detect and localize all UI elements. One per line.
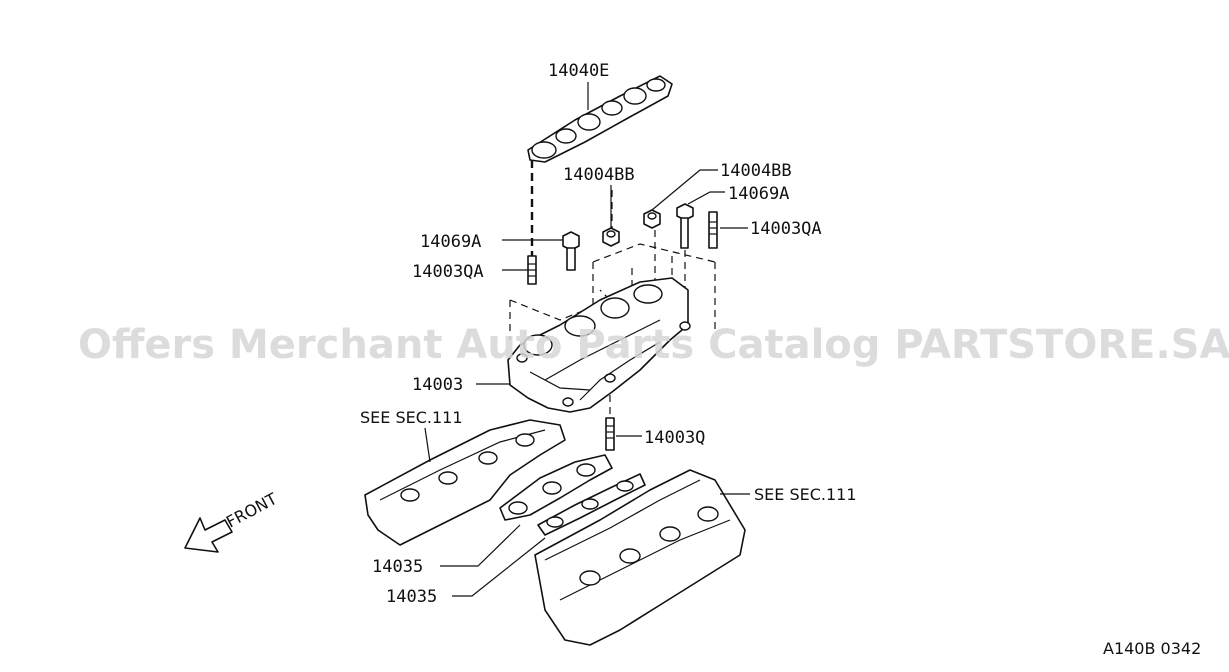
label-see-sec-111-right: SEE SEC.111 — [754, 485, 857, 504]
right-cylinder-head — [534, 469, 746, 646]
left-cylinder-head — [364, 419, 566, 546]
label-14035-a: 14035 — [372, 557, 423, 577]
nut-right — [643, 209, 661, 229]
watermark-text: Offers Merchant Auto Parts Catalog PARTS… — [78, 322, 1229, 368]
bolt-left — [562, 231, 580, 271]
nut-center — [602, 227, 620, 247]
label-14004BB-left: 14004BB — [563, 165, 635, 185]
diagram-code: A140B 0342 — [1103, 639, 1201, 658]
label-14003QA-right: 14003QA — [750, 219, 822, 239]
label-14035-b: 14035 — [386, 587, 437, 607]
label-14069A-left: 14069A — [420, 232, 481, 252]
stud-left — [527, 255, 537, 285]
stud-bottom — [605, 417, 615, 451]
label-see-sec-111-left: SEE SEC.111 — [360, 408, 463, 427]
label-14069A-right: 14069A — [728, 184, 789, 204]
label-14003QA-left: 14003QA — [412, 262, 484, 282]
label-front: FRONT — [223, 489, 280, 532]
stud-right — [708, 211, 718, 249]
label-14003: 14003 — [412, 375, 463, 395]
label-14004BB-right: 14004BB — [720, 161, 792, 181]
label-14040E: 14040E — [548, 61, 609, 81]
bolt-right — [676, 203, 694, 249]
front-arrow-icon — [184, 517, 233, 553]
intake-manifold — [507, 277, 691, 413]
lower-gasket-b — [537, 473, 646, 536]
upper-manifold-gasket — [527, 75, 673, 163]
lower-gasket-a — [499, 454, 613, 521]
label-14003Q: 14003Q — [644, 428, 705, 448]
